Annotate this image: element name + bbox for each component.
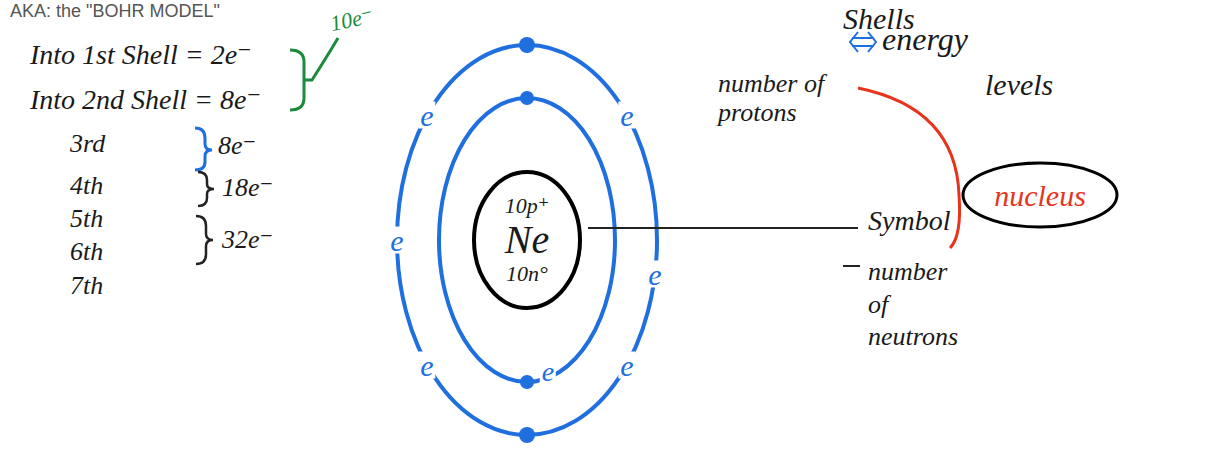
page-title: AKA: the "BOHR MODEL" (10, 2, 220, 22)
electron-dot (519, 427, 535, 443)
electron-mark: e (388, 227, 405, 254)
note: energy (882, 22, 968, 57)
shell-number: 5th (70, 205, 103, 234)
nucleus-oval: nucleus (960, 160, 1120, 230)
shell-note: Into 2nd Shell = 8e⁻ (30, 85, 261, 116)
leader-line (304, 38, 338, 80)
double-arrow (850, 32, 876, 52)
electron-mark: e (618, 352, 635, 379)
electron-dot (520, 91, 534, 105)
outline-ellipse (474, 172, 580, 308)
leader-line (588, 227, 858, 229)
electron-mark: e (418, 102, 435, 129)
shell-number: 7th (70, 272, 103, 301)
shell-capacity: 32e⁻ (222, 226, 273, 255)
note: levels (985, 68, 1053, 101)
electron-dot (520, 375, 534, 389)
leader-line (843, 265, 860, 267)
annotation: number of neutrons (868, 256, 968, 354)
shell-number: 4th (70, 172, 103, 201)
bracket (858, 88, 960, 248)
brace (198, 172, 214, 206)
total-note: 10e⁻ (328, 4, 375, 37)
shell-note: Into 1st Shell = 2e⁻ (30, 40, 252, 71)
brace (195, 128, 212, 170)
nucleus-circle: 10p⁺Ne10n° (470, 168, 584, 312)
node-text: Ne (505, 218, 549, 262)
electron-mark: e (618, 102, 635, 129)
annotation: Symbol (868, 206, 950, 237)
electron-mark: e (540, 359, 556, 384)
node-text: 10p⁺ (505, 194, 550, 218)
node-content: nucleus (960, 160, 1120, 230)
shell-number: 3rd (70, 130, 105, 159)
node-content: 10p⁺Ne10n° (470, 168, 584, 312)
bracket (290, 50, 304, 110)
node-text: nucleus (994, 179, 1086, 212)
electron-mark: e (418, 352, 435, 379)
outer-shell (397, 45, 657, 435)
electron-mark: e (646, 261, 663, 288)
shell-capacity: 8e⁻ (218, 132, 256, 161)
electron-dot (519, 37, 535, 53)
outline-ellipse (963, 163, 1117, 227)
annotation: number of protons (718, 70, 848, 127)
inner-shell (439, 98, 615, 382)
brace (196, 216, 213, 264)
node-text: 10n° (506, 262, 548, 286)
shell-capacity: 18e⁻ (222, 174, 273, 203)
shell-number: 6th (70, 238, 103, 267)
